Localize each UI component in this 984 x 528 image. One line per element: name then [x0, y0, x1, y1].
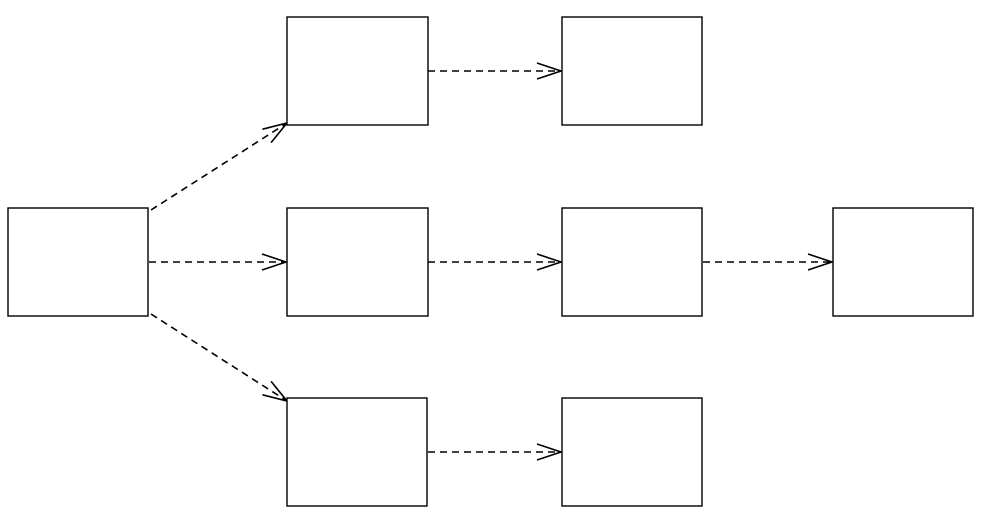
- diagram-node-bot-1: [286, 397, 428, 507]
- diagram-node-bot-2: [561, 397, 703, 507]
- node-box: [286, 207, 429, 317]
- node-box: [561, 207, 703, 317]
- diagram-edge-mid-1-to-mid-2: [428, 253, 564, 271]
- diagram-edge-mid-2-to-mid-3: [703, 253, 835, 271]
- node-box: [7, 207, 149, 317]
- diagram-node-top-1: [286, 16, 429, 126]
- diagram-edge-root-to-mid-1: [149, 253, 289, 271]
- nodes-layer: [7, 16, 974, 507]
- node-box: [286, 397, 428, 507]
- diagram-node-top-2: [561, 16, 703, 126]
- edge-line: [150, 313, 288, 402]
- node-box: [561, 397, 703, 507]
- diagram-node-root: [7, 207, 149, 317]
- diagram-edge-root-to-top-1: [150, 121, 290, 211]
- diagram-edge-bot-1-to-bot-2: [428, 443, 564, 461]
- open-arrowhead-icon: [536, 62, 564, 80]
- diagram-node-mid-3: [832, 207, 974, 317]
- diagram-edge-top-1-to-top-2: [428, 62, 564, 80]
- diagram-node-mid-1: [286, 207, 429, 317]
- open-arrowhead-icon: [807, 253, 835, 271]
- open-arrowhead-icon: [536, 443, 564, 461]
- diagram-edge-root-to-bot-1: [150, 313, 290, 403]
- open-arrowhead-icon: [261, 253, 289, 271]
- edges-layer: [149, 62, 835, 461]
- open-arrowhead-icon: [536, 253, 564, 271]
- diagram-node-mid-2: [561, 207, 703, 317]
- edge-line: [150, 122, 288, 211]
- node-box: [832, 207, 974, 317]
- node-box: [286, 16, 429, 126]
- node-box: [561, 16, 703, 126]
